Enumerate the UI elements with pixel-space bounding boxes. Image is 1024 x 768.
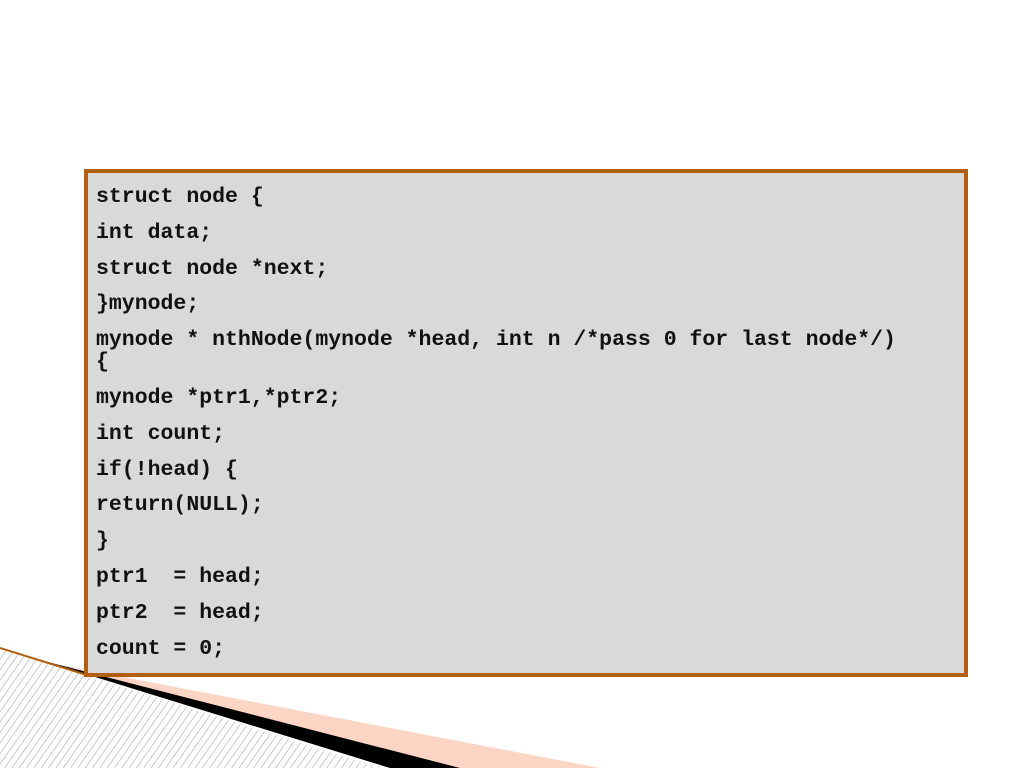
code-line: return(NULL); xyxy=(96,493,264,518)
accent-line xyxy=(0,647,91,677)
code-line: mynode *ptr1,*ptr2; xyxy=(96,385,342,410)
code-block: struct node { int data; struct node *nex… xyxy=(84,169,968,677)
code-line: { xyxy=(96,350,109,375)
code-line: mynode * nthNode(mynode *head, int n /*p… xyxy=(96,328,896,353)
code-line: ptr2 = head; xyxy=(96,600,264,625)
code-line: int data; xyxy=(96,220,213,245)
peach-stripe xyxy=(60,665,600,768)
code-line: count = 0; xyxy=(96,636,226,661)
hatched-triangle xyxy=(0,648,380,768)
code-line: struct node *next; xyxy=(96,256,329,281)
code-lines: struct node { int data; struct node *nex… xyxy=(88,173,964,660)
black-stripe xyxy=(40,660,460,768)
code-line: if(!head) { xyxy=(96,457,238,482)
code-line: int count; xyxy=(96,421,226,446)
code-line: struct node { xyxy=(96,185,264,209)
code-line: } xyxy=(96,529,109,554)
code-line: ptr1 = head; xyxy=(96,564,264,589)
code-line: }mynode; xyxy=(96,292,200,317)
